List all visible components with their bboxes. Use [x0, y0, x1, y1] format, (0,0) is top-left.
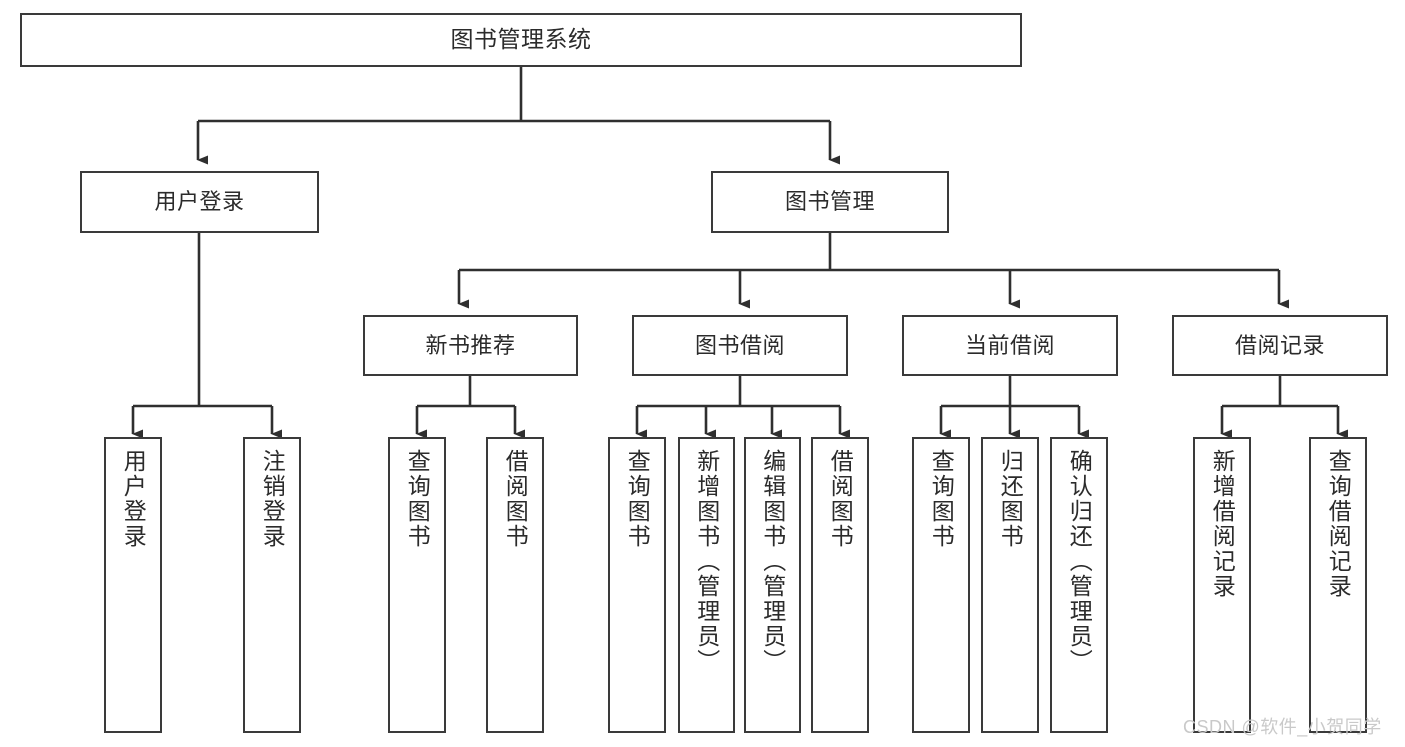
node-user-login[interactable]: 用户登录	[80, 171, 319, 233]
node-book-borrow[interactable]: 图书借阅	[632, 315, 848, 376]
node-label: 编辑图书（管理员）	[759, 449, 786, 674]
node-label: 借阅记录	[1234, 332, 1325, 358]
node-label: 新增借阅记录	[1209, 449, 1236, 599]
leaf-logout-login[interactable]: 注销登录	[243, 437, 301, 733]
leaf-borrow-book-recommend[interactable]: 借阅图书	[486, 437, 544, 733]
leaf-add-borrow-record[interactable]: 新增借阅记录	[1193, 437, 1251, 733]
leaf-user-login[interactable]: 用户登录	[104, 437, 162, 733]
node-label: 查询图书	[928, 449, 955, 549]
edge-userlogin-to-leaves	[131, 233, 282, 439]
leaf-query-borrow-record[interactable]: 查询借阅记录	[1309, 437, 1367, 733]
leaf-query-book-recommend[interactable]: 查询图书	[388, 437, 446, 733]
leaf-add-book-admin[interactable]: 新增图书（管理员）	[678, 437, 735, 733]
node-label: 查询图书	[624, 449, 651, 549]
node-label: 借阅图书	[827, 449, 854, 549]
node-book-management[interactable]: 图书管理	[711, 171, 949, 233]
node-label: 查询借阅记录	[1325, 449, 1352, 599]
node-label: 确认归还（管理员）	[1066, 449, 1093, 674]
node-current-borrow[interactable]: 当前借阅	[902, 315, 1118, 376]
node-label: 查询图书	[404, 449, 431, 549]
edge-newbook-to-leaves	[415, 376, 525, 439]
leaf-return-book[interactable]: 归还图书	[981, 437, 1039, 733]
watermark-text: CSDN @软件_小贺同学	[1183, 717, 1382, 737]
leaf-query-book-current[interactable]: 查询图书	[912, 437, 970, 733]
leaf-borrow-book-borrow[interactable]: 借阅图书	[811, 437, 869, 733]
node-label: 借阅图书	[502, 449, 529, 549]
node-borrow-record[interactable]: 借阅记录	[1172, 315, 1388, 376]
edge-root-to-level2	[196, 67, 840, 165]
edge-bookmanage-to-level3	[457, 233, 1289, 309]
leaf-edit-book-admin[interactable]: 编辑图书（管理员）	[744, 437, 801, 733]
node-label: 新书推荐	[425, 332, 516, 358]
node-label: 注销登录	[259, 449, 286, 549]
leaf-query-book-borrow[interactable]: 查询图书	[608, 437, 666, 733]
node-label: 图书管理系统	[450, 26, 592, 53]
node-label: 图书管理	[784, 189, 875, 215]
node-label: 当前借阅	[964, 332, 1055, 358]
node-label: 归还图书	[997, 449, 1024, 549]
leaf-confirm-return-admin[interactable]: 确认归还（管理员）	[1050, 437, 1108, 733]
node-new-book-recommend[interactable]: 新书推荐	[363, 315, 578, 376]
node-root-book-management-system[interactable]: 图书管理系统	[20, 13, 1022, 67]
node-label: 新增图书（管理员）	[693, 449, 720, 674]
node-label: 用户登录	[120, 449, 147, 549]
edge-currentborrow-to-leaves	[939, 376, 1089, 439]
edge-borrowrecord-to-leaves	[1220, 376, 1348, 439]
node-label: 图书借阅	[694, 332, 785, 358]
node-label: 用户登录	[154, 189, 245, 215]
edge-bookborrow-to-leaves	[635, 376, 850, 439]
